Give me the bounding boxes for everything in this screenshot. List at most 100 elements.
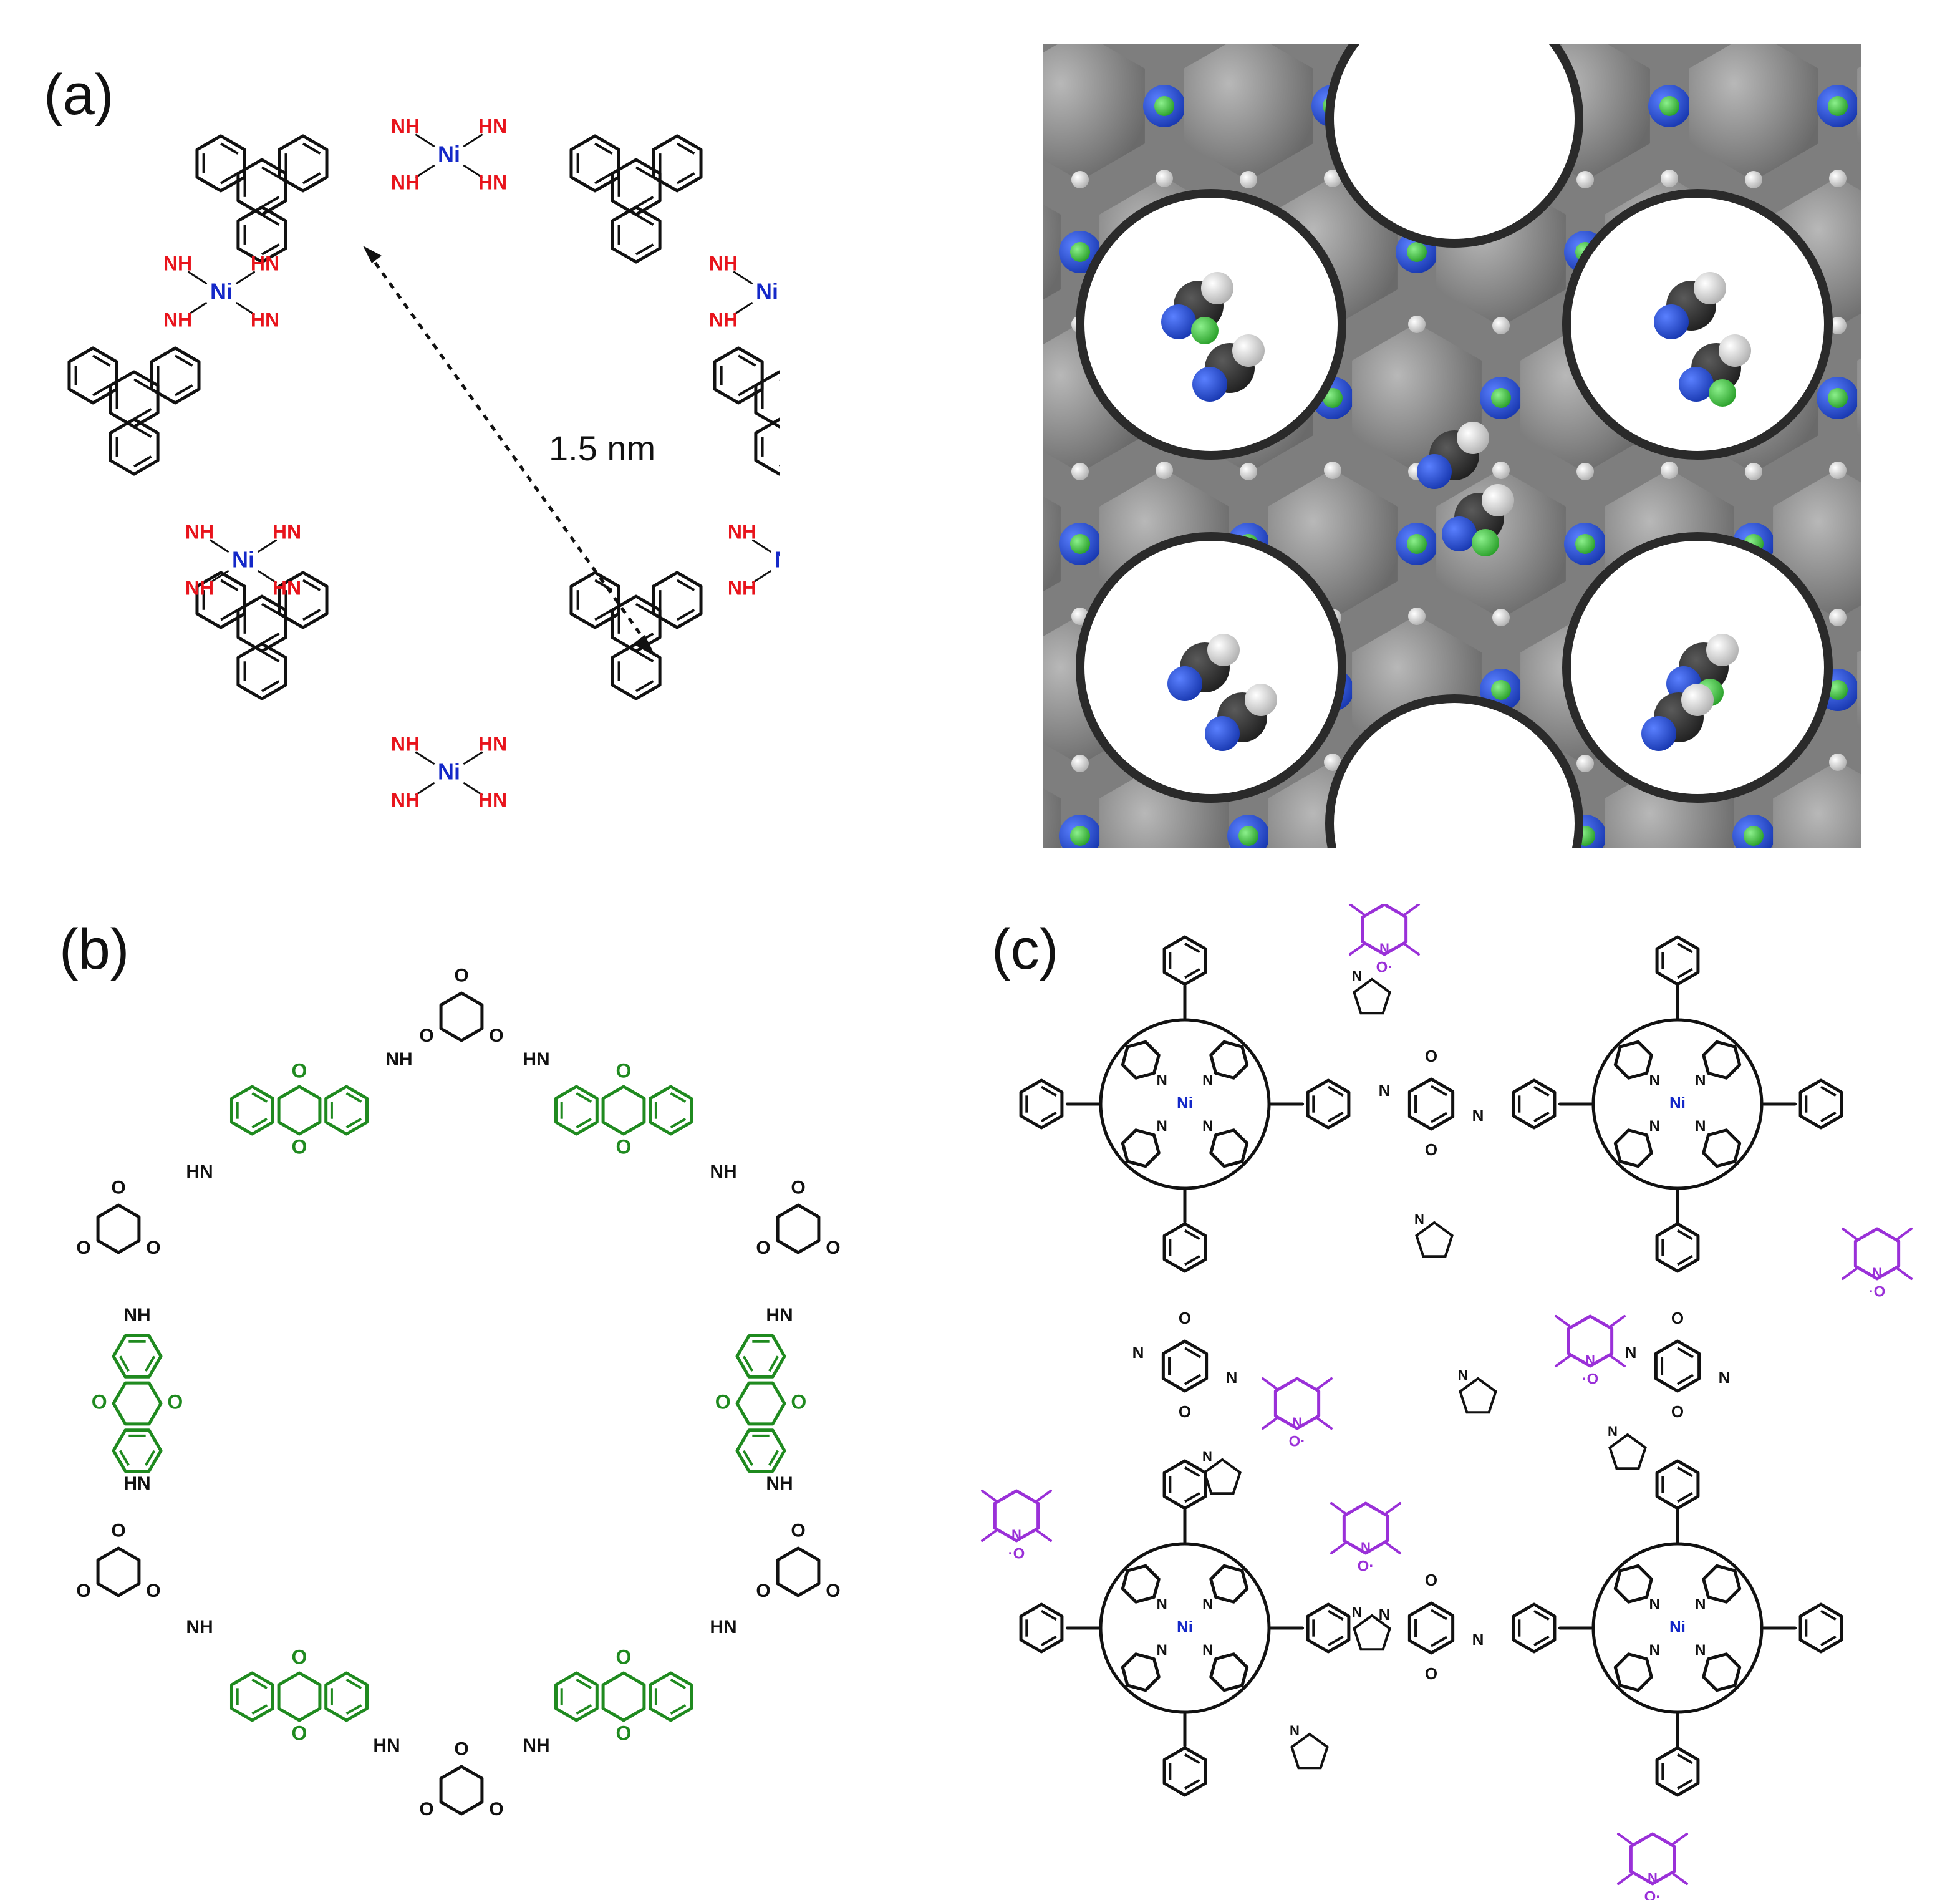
- ketone-oxygen: O: [146, 1238, 160, 1258]
- double-bond: [1820, 1635, 1837, 1647]
- double-bond: [1677, 967, 1693, 979]
- hydrogen-atom: [1240, 171, 1257, 188]
- phenyl-ring: [1512, 1078, 1557, 1130]
- anthraquinone-ring: [649, 1671, 693, 1722]
- double-bond: [768, 1355, 780, 1372]
- nitroxide-oxygen: O·: [1376, 959, 1393, 976]
- double-bond: [1041, 1609, 1057, 1621]
- n-ni-bond: [415, 165, 435, 178]
- phenyl-ring: [1655, 1222, 1700, 1273]
- amine-linkage: HN: [710, 1617, 736, 1637]
- double-bond: [1430, 1609, 1447, 1621]
- double-bond: [1328, 1085, 1344, 1097]
- pore-channel: [1325, 44, 1583, 248]
- anthraquinone-ring: [554, 1085, 599, 1136]
- ni-center: Ni: [1669, 1617, 1686, 1636]
- double-bond: [1820, 1609, 1837, 1621]
- tempo-methyl: [1385, 1502, 1401, 1515]
- double-bond: [676, 579, 695, 591]
- panel-a-label: (a): [44, 63, 114, 127]
- triazole-nitrogen: N: [1352, 1604, 1362, 1620]
- triphenylene-core: [109, 370, 160, 429]
- carbon-cluster: [1857, 66, 1861, 146]
- double-bond: [251, 1117, 268, 1129]
- tempo-methyl: [1349, 904, 1365, 916]
- double-bond: [1184, 942, 1200, 954]
- double-bond: [1328, 1111, 1344, 1123]
- tempo-methyl: [981, 1529, 997, 1542]
- double-bond: [302, 172, 321, 185]
- ether-oxygen: O: [1425, 1664, 1437, 1683]
- nh-group: NH: [391, 115, 420, 137]
- carbon-cluster: [1857, 358, 1861, 438]
- amine-linkage: NH: [766, 1473, 793, 1494]
- pore-arrow-head-top: [363, 246, 382, 263]
- double-bond: [676, 609, 695, 621]
- hydrogen-atom: [1576, 755, 1594, 772]
- phenyl-ring: [1162, 1746, 1207, 1797]
- nh-group: HN: [251, 252, 279, 274]
- double-bond: [635, 213, 654, 226]
- pyrrole-ring: [1613, 1040, 1653, 1080]
- triazole-nitrogen: N: [1458, 1367, 1468, 1383]
- guest-hydrogen: [1694, 272, 1726, 304]
- imine-nitrogen: N: [1379, 1605, 1391, 1624]
- porphyrin-macrocycle: [1591, 1542, 1764, 1714]
- double-bond: [635, 243, 654, 256]
- nickel-atom: [1070, 826, 1090, 846]
- pore-channels: [1076, 44, 1833, 848]
- nickel-atom: [1744, 826, 1764, 846]
- double-bond: [635, 680, 654, 692]
- double-bond: [1184, 1254, 1200, 1266]
- carbonyl-oxygen: O: [292, 1646, 307, 1669]
- double-bond: [261, 166, 280, 178]
- double-bond: [1184, 1466, 1200, 1478]
- nickel-atom: [1828, 680, 1848, 700]
- cyclohexanetrione-ring: [439, 1765, 484, 1816]
- amine-linkage: NH: [385, 1049, 412, 1070]
- carbonyl-oxygen: O: [616, 1135, 632, 1158]
- tempo-methyl: [1617, 1873, 1633, 1885]
- triazole-ring: [1290, 1732, 1329, 1770]
- double-bond: [251, 1678, 268, 1690]
- phenyl-ring: [1798, 1078, 1843, 1130]
- nickel-atom: [1070, 242, 1090, 262]
- double-bond: [635, 603, 654, 615]
- double-bond: [220, 579, 239, 591]
- pyrrole-ring: [1121, 1564, 1161, 1604]
- hydrogen-atom: [1745, 463, 1762, 480]
- double-bond: [1533, 1111, 1550, 1123]
- double-bond: [742, 1355, 754, 1372]
- guest-anion: [1709, 379, 1736, 407]
- carbon-cluster: [1043, 496, 1061, 592]
- triphenylene-outer-ring: [236, 205, 287, 264]
- ether-oxygen: O: [1671, 1309, 1684, 1327]
- double-bond: [302, 609, 321, 621]
- triphenylene-outer-ring: [109, 417, 160, 476]
- double-bond: [251, 1704, 268, 1715]
- triphenylene-outer-ring: [67, 346, 118, 405]
- pyrrole-ring: [1209, 1040, 1249, 1080]
- double-bond: [742, 1450, 754, 1466]
- double-bond: [174, 384, 193, 397]
- triazole-ring: [1459, 1377, 1497, 1414]
- guest-nitrogen: [1654, 304, 1689, 339]
- double-bond: [576, 1704, 592, 1715]
- anthraquinone-ring: [324, 1085, 369, 1136]
- triphenylene-outer-ring: [713, 346, 764, 405]
- anthraquinone-ring: [649, 1085, 693, 1136]
- double-bond: [1431, 1085, 1447, 1097]
- hydrogen-atom: [1829, 754, 1847, 771]
- double-bond: [576, 1092, 592, 1103]
- double-bond: [1184, 1374, 1201, 1385]
- n-ni-bond: [415, 782, 435, 796]
- carbon-cluster: [1689, 44, 1818, 181]
- phenyl-ring: [1655, 1459, 1700, 1510]
- ketone-oxygen: O: [454, 965, 468, 986]
- hydrogen-atom: [1829, 170, 1847, 187]
- double-bond: [1328, 1609, 1344, 1621]
- ketone-oxygen: O: [111, 1520, 125, 1541]
